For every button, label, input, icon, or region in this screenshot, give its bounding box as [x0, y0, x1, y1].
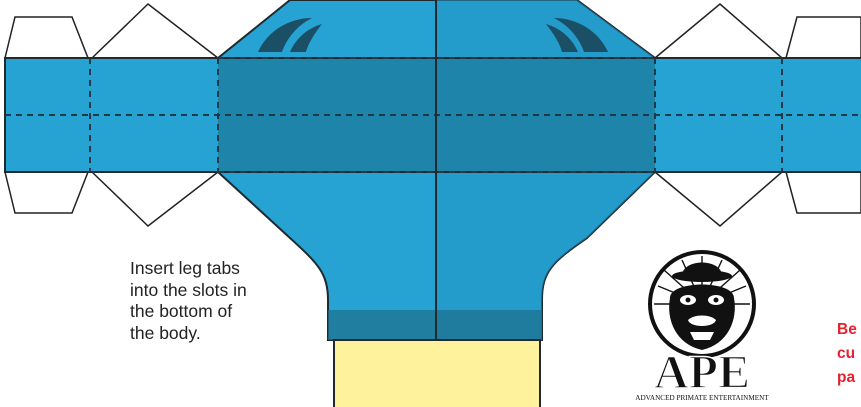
right-eye-arc-inner	[546, 24, 578, 52]
left-eye-arc-inner	[290, 24, 322, 52]
left-bottom-triangle-tab	[90, 171, 221, 227]
ape-tagline: ADVANCED PRIMATE ENTERTAINMENT	[635, 394, 769, 402]
left-eye-arc-outer	[258, 18, 312, 52]
leg-tab	[333, 339, 541, 407]
leg-tab-instructions: Insert leg tabs into the slots in the bo…	[130, 258, 247, 343]
left-top-glue-tab	[4, 16, 90, 59]
ape-wordmark: APE	[654, 346, 750, 399]
ape-logo: APE ADVANCED PRIMATE ENTERTAINMENT	[635, 250, 769, 402]
left-bottom-glue-tab	[4, 171, 90, 214]
right-top-glue-tab	[785, 16, 861, 59]
right-eye-arc-outer	[554, 18, 608, 52]
fold-lines	[5, 57, 861, 173]
right-bottom-glue-tab	[785, 171, 861, 214]
cut-note-text: Be cu pa	[837, 321, 857, 386]
right-bottom-triangle-tab	[652, 171, 785, 227]
left-top-triangle-tab	[90, 3, 221, 59]
right-top-triangle-tab	[652, 3, 785, 59]
